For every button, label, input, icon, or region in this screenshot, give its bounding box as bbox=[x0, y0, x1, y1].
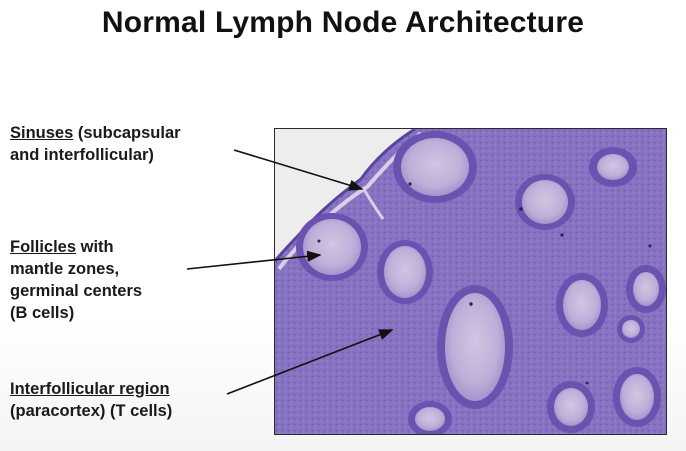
germinal-center bbox=[401, 138, 469, 196]
germinal-center bbox=[522, 180, 568, 224]
stained-nuclei bbox=[317, 182, 652, 385]
germinal-center bbox=[620, 374, 654, 420]
interfollicular-label: Interfollicular region (paracortex) (T c… bbox=[10, 378, 172, 422]
interfollicular-label-line-2: (paracortex) (T cells) bbox=[10, 402, 173, 420]
capsule bbox=[275, 129, 416, 262]
follicles-label-rest: with bbox=[76, 238, 114, 256]
germinal-center bbox=[622, 320, 640, 338]
sinuses-label-rest: (subcapsular bbox=[73, 124, 181, 142]
follicles-label-line-2: mantle zones, bbox=[10, 260, 120, 278]
follicles-label-line-1: Follicles with bbox=[10, 236, 142, 258]
interfollicular-term: Interfollicular region bbox=[10, 380, 170, 398]
sinuses-term: Sinuses bbox=[10, 124, 74, 142]
interfollicular-sinus bbox=[361, 186, 385, 220]
sinuses-label-line-1: Sinuses (subcapsular bbox=[10, 122, 181, 144]
germinal-center bbox=[563, 280, 601, 330]
germinal-center bbox=[597, 154, 629, 180]
germinal-center bbox=[303, 219, 361, 275]
slide-title: Normal Lymph Node Architecture bbox=[101, 6, 585, 39]
germinal-center bbox=[554, 388, 588, 426]
follicles-label: Follicles with mantle zones, germinal ce… bbox=[10, 236, 142, 324]
germinal-center bbox=[633, 272, 659, 306]
follicles-label-line-4: (B cells) bbox=[10, 304, 75, 322]
sinuses-label: Sinuses (subcapsular and interfollicular… bbox=[10, 122, 181, 166]
germinal-center bbox=[384, 246, 426, 298]
follicles-label-line-3: germinal centers bbox=[10, 282, 143, 300]
lymph-node-micrograph-image bbox=[274, 128, 667, 435]
sinuses-label-line-2: and interfollicular) bbox=[10, 146, 154, 164]
germinal-center bbox=[445, 293, 505, 401]
germinal-center bbox=[415, 407, 445, 431]
micrograph-svg bbox=[275, 129, 666, 434]
follicles-term: Follicles bbox=[10, 238, 77, 256]
interfollicular-label-line-1: Interfollicular region bbox=[10, 378, 172, 400]
